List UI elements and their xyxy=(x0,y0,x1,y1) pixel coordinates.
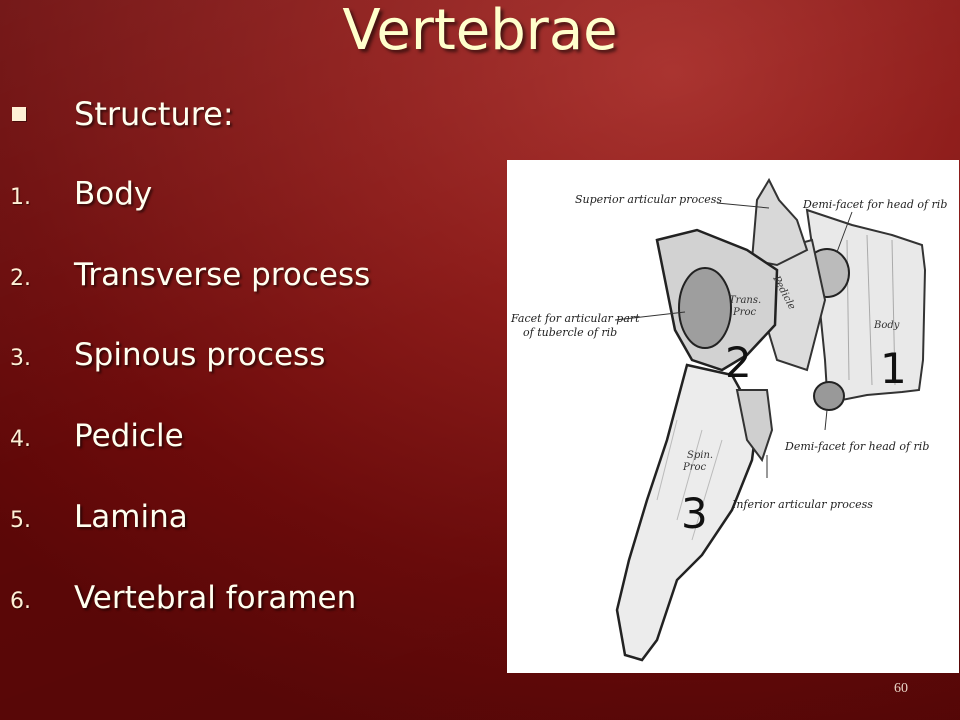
list-item: 1. Body xyxy=(0,176,152,212)
label-proc-1: Proc xyxy=(732,307,757,318)
list-item-text: Body xyxy=(74,176,153,212)
articular-facet-shape xyxy=(678,267,732,349)
list-item-text: Spinous process xyxy=(74,337,326,373)
lower-demi-facet-shape xyxy=(813,381,845,411)
list-item-number: 4. xyxy=(10,427,31,452)
label-body: Body xyxy=(873,320,900,331)
leader-line xyxy=(824,409,828,431)
marker-1: 1 xyxy=(880,344,907,393)
label-inferior-articular-process: Inferior articular process xyxy=(731,498,873,511)
list-item: 5. Lamina xyxy=(0,499,188,535)
leader-line xyxy=(716,202,770,209)
vertebra-figure: Superior articular process Demi-facet fo… xyxy=(507,160,959,673)
leader-line xyxy=(836,211,853,253)
marker-3: 3 xyxy=(681,489,708,538)
list-item-number: 6. xyxy=(10,589,31,614)
vertebra-illustration: Superior articular process Demi-facet fo… xyxy=(510,177,947,662)
list-item: 4. Pedicle xyxy=(0,418,184,454)
lead-bullet-item: Structure: xyxy=(6,95,234,133)
inferior-articular-process-shape xyxy=(735,389,774,463)
list-item-number: 2. xyxy=(10,266,31,291)
lead-text: Structure: xyxy=(74,95,234,133)
marker-2: 2 xyxy=(725,338,752,387)
slide-number: 60 xyxy=(894,681,908,696)
label-trans: Trans. xyxy=(729,295,761,306)
label-facet-line1: Facet for articular part xyxy=(510,312,640,325)
label-demi-facet-top: Demi-facet for head of rib xyxy=(802,198,947,211)
list-item-number: 5. xyxy=(10,508,31,533)
label-facet-line2: of tubercle of rib xyxy=(523,326,617,339)
list-item: 3. Spinous process xyxy=(0,337,325,373)
label-demi-facet-bottom: Demi-facet for head of rib xyxy=(784,440,929,453)
list-item-text: Lamina xyxy=(74,499,188,535)
superior-articular-process-shape xyxy=(750,177,809,267)
list-item: 6. Vertebral foramen xyxy=(0,580,356,616)
label-superior-articular-process: Superior articular process xyxy=(575,193,722,206)
leader-line xyxy=(614,311,686,321)
list-item: 2. Transverse process xyxy=(0,257,370,293)
list-item-number: 1. xyxy=(10,185,31,210)
spinous-hatching xyxy=(656,419,723,541)
list-item-text: Vertebral foramen xyxy=(74,580,357,616)
label-spin: Spin. xyxy=(687,450,713,461)
list-item-number: 3. xyxy=(10,346,31,371)
square-bullet-icon xyxy=(12,107,26,121)
list-item-text: Pedicle xyxy=(74,418,184,454)
slide-title: Vertebrae xyxy=(342,0,618,63)
label-proc-2: Proc xyxy=(682,462,707,473)
list-item-text: Transverse process xyxy=(74,257,371,293)
